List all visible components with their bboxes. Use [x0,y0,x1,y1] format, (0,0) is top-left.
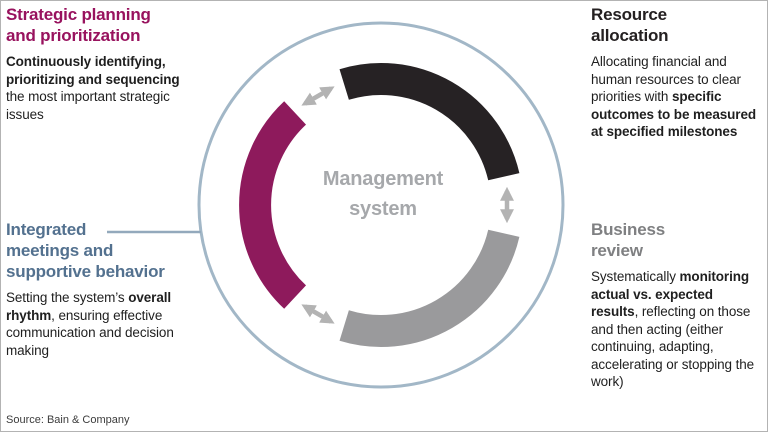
title-line: Resource [591,5,667,24]
arc-business-review [339,229,520,347]
title-line: Business [591,220,665,239]
strategic-planning-description: Continuously identifying, prioritizing a… [6,53,182,123]
description-text: the most important strategic issues [6,89,170,122]
center-label-line1: Management [322,168,444,190]
center-label-line2: system [349,198,417,220]
source-attribution: Source: Bain & Company [6,414,130,426]
title-line: and prioritization [6,26,141,45]
integrated-meetings-description: Setting the system’s overall rhythm, ens… [6,289,180,359]
block-resource-allocation: Resource allocation Allocating financial… [591,4,767,141]
arc-resource-allocation [339,63,520,181]
center-label: Management system [299,164,467,224]
description-bold: overall rhythm [6,290,172,323]
title-line: supportive behavior [6,262,165,281]
double-arrow-icon-top-left [301,86,335,106]
description-bold: specific outcomes to be measured at spec… [591,89,756,139]
description-text: Setting the system’s [6,290,129,305]
arc-strategic-planning [239,101,307,309]
integrated-meetings-title: Integrated meetings and supportive behav… [6,219,194,282]
title-line: review [591,241,643,260]
description-text: , reflecting on those and then acting (e… [591,304,755,389]
description-text: , ensuring effective communication and d… [6,307,174,358]
title-line: Strategic planning [6,5,151,24]
business-review-title: Business review [591,219,763,261]
block-strategic-planning: Strategic planning and prioritization Co… [6,4,188,123]
resource-allocation-description: Allocating financial and human resources… [591,53,767,141]
description-text: Systematically [591,269,680,284]
title-line: allocation [591,26,669,45]
description-bold: Continuously identifying, prioritizing a… [6,54,180,87]
business-review-description: Systematically monitoring actual vs. exp… [591,268,763,391]
strategic-planning-title: Strategic planning and prioritization [6,4,188,46]
resource-allocation-title: Resource allocation [591,4,767,46]
block-business-review: Business review Systematically monitorin… [591,219,763,391]
description-text: Allocating financial and human resources… [591,54,741,104]
double-arrow-icon-bottom-left [301,304,335,324]
description-bold: monitoring actual vs. expected results [591,269,750,319]
title-line: meetings and [6,241,114,260]
outer-ring-circle [197,21,565,389]
block-integrated-meetings: Integrated meetings and supportive behav… [6,219,194,359]
title-line: Integrated [6,220,87,239]
